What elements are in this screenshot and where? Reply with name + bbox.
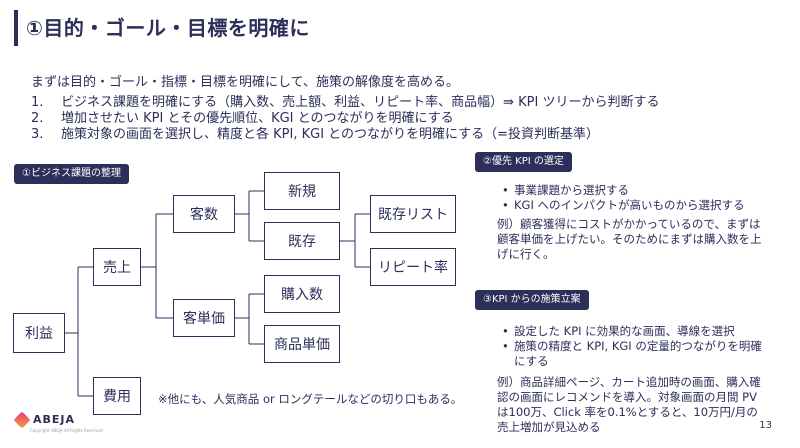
node-unit-price: 客単価 — [173, 299, 235, 337]
tree-note: ※他にも、人気商品 or ロングテールなどの切り口もある。 — [158, 392, 463, 406]
point-item: 2. 増加させたい KPI とその優先順位、KGI とのつながりを明確にする — [31, 111, 660, 127]
measure-planning-example: 例）商品詳細ページ、カート追加時の画面、購入確認の画面にレコメンドを導入。対象画… — [497, 375, 761, 434]
measure-planning-bullets: 設定した KPI に効果的な画面、導線を選択 施策の精度と KPI, KGI の… — [500, 324, 765, 369]
point-item: 1. ビジネス課題を明確にする（購入数、売上額、利益、リピート率、商品幅）⇛ KP… — [31, 95, 660, 111]
measure-planning-label: ③KPI からの施策立案 — [475, 290, 589, 310]
kpi-selection-example: 例）顧客獲得にコストがかかっているので、まずは顧客単価を上げたい。そのためにまず… — [497, 217, 762, 261]
page-title: ①目的・ゴール・目標を明確に — [26, 16, 310, 40]
tree-section-label: ①ビジネス課題の整理 — [14, 164, 129, 184]
point-text: 施策対象の画面を選択し、精度と各 KPI, KGI とのつながりを明確にする（=… — [61, 127, 600, 142]
node-new: 新規 — [264, 172, 340, 210]
point-number: 1. — [31, 95, 44, 110]
point-number: 3. — [31, 127, 44, 142]
node-existing-list: 既存リスト — [370, 195, 456, 233]
page-number: 13 — [759, 420, 772, 431]
kpi-selection-bullets: 事業課題から選択する KGI へのインパクトが高いものから選択する — [500, 183, 790, 213]
point-number: 2. — [31, 111, 44, 126]
abeja-logo-icon — [13, 411, 31, 428]
point-text: ビジネス課題を明確にする（購入数、売上額、利益、リピート率、商品幅）⇛ KPI … — [61, 95, 660, 110]
intro-text: まずは目的・ゴール・指標・目標を明確にして、施策の解像度を高める。 — [31, 75, 459, 90]
node-cost: 費用 — [93, 377, 141, 415]
point-text: 増加させたい KPI とその優先順位、KGI とのつながりを明確にする — [61, 111, 454, 126]
kpi-selection-label: ②優先 KPI の選定 — [475, 152, 572, 172]
node-existing: 既存 — [264, 222, 340, 260]
title-accent-bar — [14, 10, 18, 46]
abeja-logo: ABEJA — [13, 411, 76, 428]
logo-text: ABEJA — [33, 413, 76, 426]
node-profit: 利益 — [13, 313, 65, 353]
bullet-item: KGI へのインパクトが高いものから選択する — [500, 198, 790, 213]
node-sales: 売上 — [93, 248, 141, 286]
bullet-item: 事業課題から選択する — [500, 183, 790, 198]
node-purchase-count: 購入数 — [264, 275, 340, 313]
node-product-price: 商品単価 — [264, 325, 340, 363]
point-item: 3. 施策対象の画面を選択し、精度と各 KPI, KGI とのつながりを明確にする… — [31, 127, 660, 143]
node-customers: 客数 — [173, 195, 235, 233]
point-list: 1. ビジネス課題を明確にする（購入数、売上額、利益、リピート率、商品幅）⇛ KP… — [31, 95, 660, 143]
node-repeat-rate: リピート率 — [370, 248, 456, 286]
bullet-item: 施策の精度と KPI, KGI の定量的つながりを明確にする — [500, 339, 765, 369]
bullet-item: 設定した KPI に効果的な画面、導線を選択 — [500, 324, 765, 339]
copyright-text: Copyright ABEJA All Rights Reserved — [30, 428, 103, 433]
